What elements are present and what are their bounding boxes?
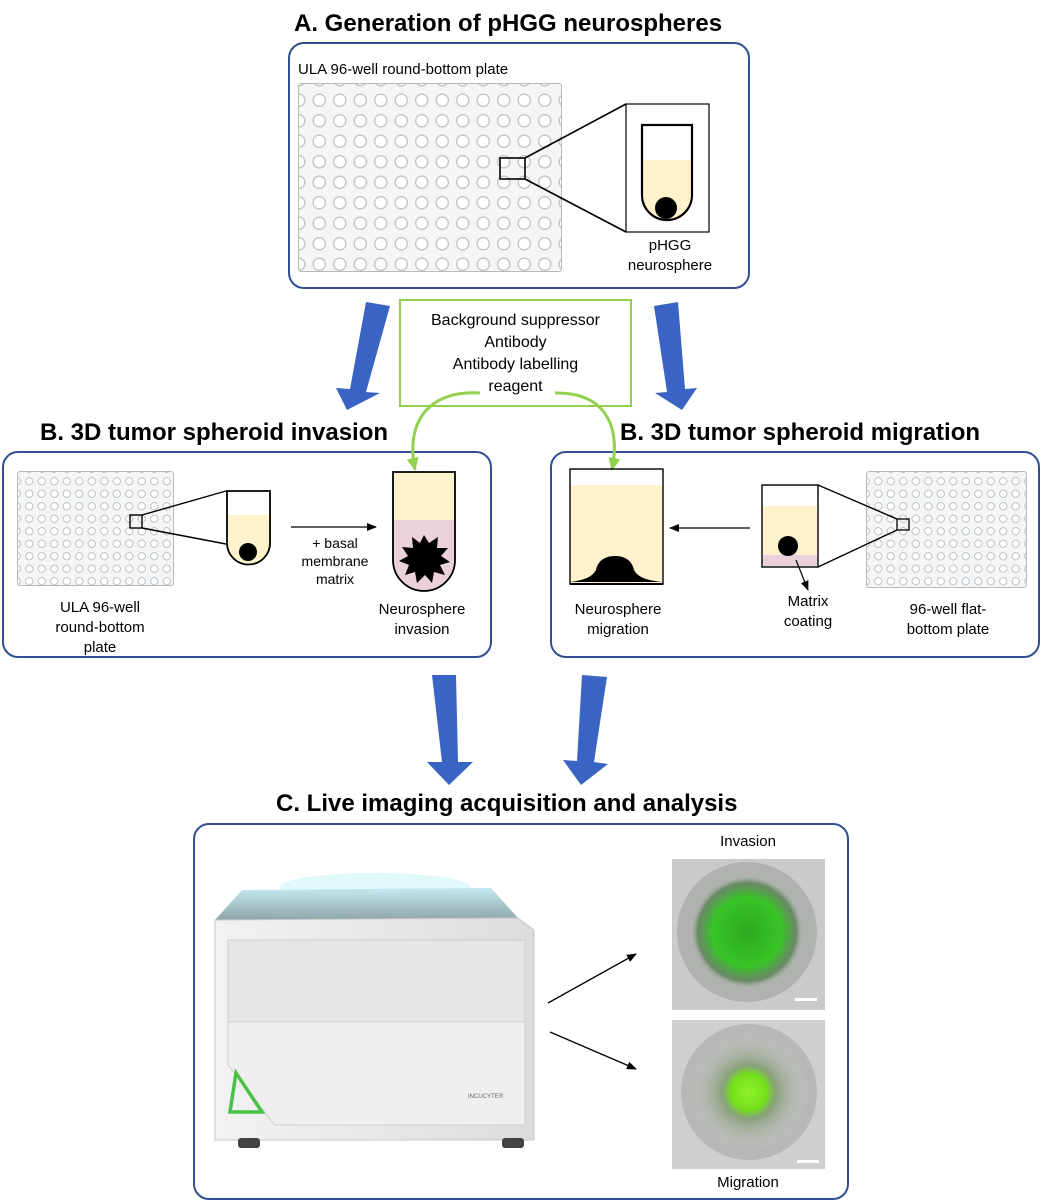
flow-arrow-bottom-right (563, 675, 608, 785)
reagent-antibody: Antibody (484, 334, 547, 351)
inv-well-medium (227, 515, 270, 565)
neurosphere-invasion-label: Neurosphere invasion (378, 601, 466, 638)
green-arrow-right (554, 391, 621, 471)
reagent-antibody-labelling: Antibody labelling (452, 356, 579, 373)
inv-well-spheroid (239, 543, 257, 561)
incucyte-instrument: INCUCYTE® (214, 873, 535, 1148)
migration-micrograph (672, 1020, 825, 1169)
neurosphere-dot (655, 197, 677, 219)
flat-well-spheroid (778, 536, 798, 556)
ula-plate-small-image (17, 471, 174, 586)
invasion-well (392, 471, 456, 592)
invasion-micrograph (672, 859, 825, 1010)
instrument-brand: INCUCYTE® (468, 1093, 504, 1100)
small-zoom-box (129, 514, 143, 529)
round-bottom-well-medium (642, 160, 692, 220)
basal-membrane-matrix-label: + basal membrane matrix (301, 535, 369, 587)
flow-arrow-left (336, 302, 390, 410)
section-c-title: C. Live imaging acquisition and analysis (276, 790, 738, 817)
flat-bottom-plate-image (866, 471, 1027, 588)
section-b-migration-title: B. 3D tumor spheroid migration (620, 419, 981, 446)
inv-small-well (226, 490, 271, 566)
to-migration-arrow (549, 1031, 637, 1070)
round-bottom-well (640, 123, 694, 222)
phgg-neurosphere-label: pHGG neurosphere (627, 237, 713, 274)
invading-spheroid (399, 535, 450, 583)
ula-plate-small-label: ULA 96-well round-bottom plate (55, 599, 145, 656)
flat-plate-zoom-box (896, 518, 910, 531)
migration-image-label: Migration (717, 1174, 779, 1191)
invasion-image-label: Invasion (720, 833, 776, 850)
section-b-invasion-title: B. 3D tumor spheroid invasion (40, 419, 389, 446)
zoom-box (499, 157, 526, 180)
flat-well-matrix (763, 555, 817, 566)
ula-plate-label: ULA 96-well round-bottom plate (298, 61, 509, 78)
reagents-box (399, 299, 632, 407)
reagent-background-suppressor: Background suppressor (431, 312, 600, 329)
flow-arrow-bottom-left (427, 675, 473, 785)
neurosphere-migration-label: Neurosphere migration (574, 601, 662, 638)
matrix-coating-pointer (795, 559, 809, 591)
matrix-coating-label: Matrix coating (783, 593, 833, 630)
to-invasion-arrow (547, 953, 637, 1004)
invasion-well-medium (393, 472, 455, 520)
migrating-spheroid (570, 556, 663, 582)
green-arrow-left (406, 391, 481, 471)
flow-arrow-right (654, 302, 697, 410)
section-a-title: A. Generation of pHGG neurospheres (294, 10, 723, 37)
reagent-reagent: reagent (488, 378, 543, 395)
flat-bottom-plate-label: 96-well flat- bottom plate (906, 601, 990, 638)
ula-96-well-plate-image (298, 83, 562, 272)
